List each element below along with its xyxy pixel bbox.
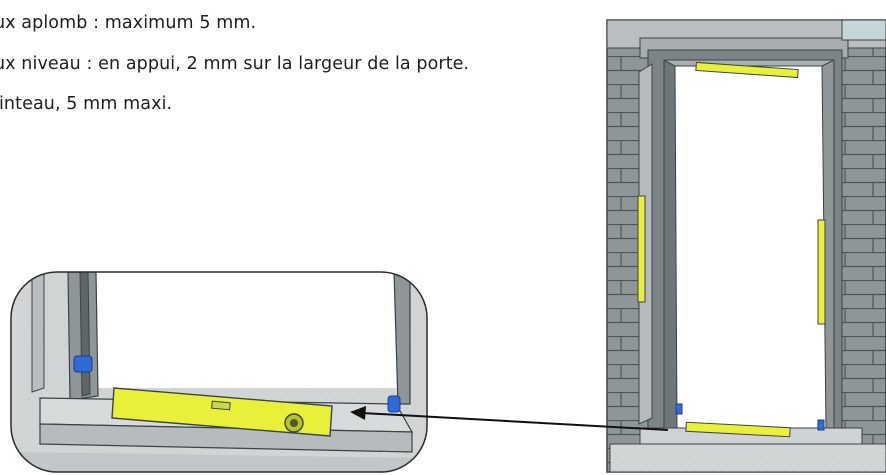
- top-spirit-level: [695, 61, 799, 79]
- door-frame-view: [606, 19, 886, 473]
- detail-spirit-level: [111, 387, 333, 437]
- callout-arrow: [350, 406, 669, 431]
- shim-left: [675, 403, 683, 415]
- instruction-line-lintel: linteau, 5 mm maxi.: [0, 94, 173, 114]
- bottom-spirit-level: [685, 421, 791, 438]
- sill-detail-view: [10, 271, 428, 473]
- instruction-line-level: ux niveau : en appui, 2 mm sur la largeu…: [0, 54, 470, 74]
- left-spirit-level: [637, 195, 646, 303]
- detail-view-border: [10, 271, 428, 473]
- instruction-line-plumb: ux aplomb : maximum 5 mm.: [0, 13, 257, 33]
- detail-shim-right: [387, 395, 401, 413]
- detail-shim-left: [73, 355, 93, 373]
- right-spirit-level: [817, 219, 826, 325]
- shim-right: [817, 419, 825, 431]
